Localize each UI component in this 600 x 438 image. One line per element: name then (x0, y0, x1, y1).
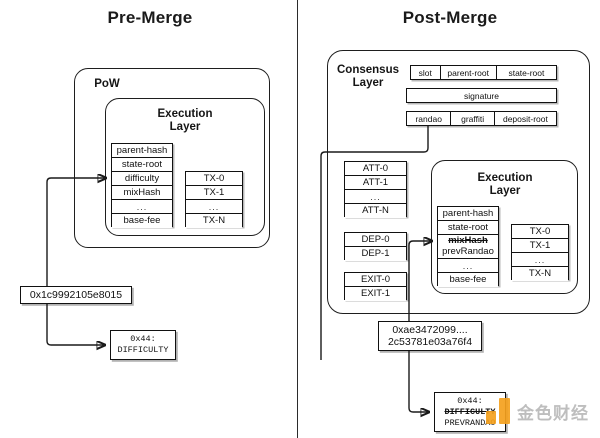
tx-0: TX-0 (186, 172, 242, 186)
block-header-stack-post: parent-hash state-root mixHash prevRanda… (437, 206, 499, 287)
tx-ellipsis: ... (186, 200, 242, 214)
execution-layer-container-post (431, 160, 578, 294)
dep-0: DEP-0 (345, 233, 406, 247)
consensus-layer-label-line1: Consensus (337, 64, 399, 76)
field-state-root-post: state-root (438, 221, 498, 235)
beacon-field-slot: slot (411, 66, 441, 79)
att-n: ATT-N (345, 204, 406, 218)
field-ellipsis-post: ... (438, 259, 498, 273)
beacon-field-parent-root: parent-root (440, 66, 497, 79)
exits-stack: EXIT-0 EXIT-1 (344, 272, 407, 301)
opcode-name-pre: DIFFICULTY (117, 345, 169, 355)
beacon-field-signature: signature (407, 89, 556, 102)
field-ellipsis: ... (112, 200, 172, 214)
opcode-name-new-post: PREVRANDAO (444, 417, 496, 428)
beacon-field-deposit-root: deposit-root (494, 112, 556, 125)
consensus-layer-label-line2: Layer (352, 77, 384, 89)
opcode-code-post: 0x44: (457, 395, 483, 406)
prevrandao-value-line1: 0xae3472099.... (392, 324, 468, 336)
beacon-header-row-1: slot parent-root state-root (410, 65, 557, 80)
field-mixhash-old: mixHash (448, 235, 488, 246)
beacon-field-state-root: state-root (496, 66, 556, 79)
watermark: 金色财经 (486, 398, 589, 424)
consensus-layer-container (327, 50, 590, 314)
tx-n: TX-N (186, 214, 242, 228)
execution-layer-container-pre (105, 98, 265, 236)
tx-1: TX-1 (186, 186, 242, 200)
field-base-fee-post: base-fee (438, 273, 498, 287)
field-mixhash: mixHash (112, 186, 172, 200)
deposits-stack: DEP-0 DEP-1 (344, 232, 407, 261)
beacon-field-graffiti: graffiti (451, 112, 495, 125)
opcode-code-pre: 0x44: (130, 334, 156, 344)
wire-value-to-opcode-post (408, 351, 429, 412)
att-ellipsis: ... (345, 190, 406, 204)
prevrandao-value-line2: 2c53781e03a76f4 (387, 336, 473, 348)
tx-ellipsis-post: ... (512, 253, 568, 267)
pow-container (74, 68, 270, 248)
execution-layer-label-post-line2: Layer (489, 185, 521, 197)
block-header-stack-pre: parent-hash state-root difficulty mixHas… (111, 143, 173, 228)
wire-randao-to-value (320, 126, 429, 317)
field-parent-hash: parent-hash (112, 144, 172, 158)
beacon-header-row-2: signature (406, 88, 557, 103)
field-prevrandao-new: prevRandao (442, 245, 494, 257)
beacon-header-row-3: randao graffiti deposit-root (406, 111, 557, 126)
pow-label: PoW (94, 78, 120, 90)
field-base-fee: base-fee (112, 214, 172, 228)
panel-divider (297, 0, 298, 438)
prevrandao-value-box: 0xae3472099.... 2c53781e03a76f4 (378, 321, 482, 351)
tx-n-post: TX-N (512, 267, 568, 281)
exit-0: EXIT-0 (345, 273, 406, 287)
transactions-stack-pre: TX-0 TX-1 ... TX-N (185, 171, 243, 228)
execution-layer-label-post-line1: Execution (477, 172, 533, 184)
attestations-stack: ATT-0 ATT-1 ... ATT-N (344, 161, 407, 218)
dep-1: DEP-1 (345, 247, 406, 261)
wire-value-to-difficulty (46, 178, 106, 286)
watermark-text: 金色财经 (517, 403, 589, 424)
field-difficulty: difficulty (112, 172, 172, 186)
beacon-field-randao: randao (407, 112, 452, 125)
execution-layer-label-pre-line1: Execution (157, 108, 213, 120)
tx-0-post: TX-0 (512, 225, 568, 239)
pre-merge-title: Pre-Merge (107, 8, 193, 27)
exit-1: EXIT-1 (345, 287, 406, 301)
transactions-stack-post: TX-0 TX-1 ... TX-N (511, 224, 569, 281)
opcode-box-difficulty: 0x44: DIFFICULTY (110, 330, 176, 360)
field-parent-hash-post: parent-hash (438, 207, 498, 221)
jinse-logo-icon (486, 398, 512, 424)
opcode-name-old-post: DIFFICULTY (444, 406, 496, 417)
execution-layer-label-pre-line2: Layer (169, 121, 201, 133)
wire-value-to-prevrandao (408, 241, 432, 321)
att-1: ATT-1 (345, 176, 406, 190)
field-state-root: state-root (112, 158, 172, 172)
field-mixhash-prevrandao: mixHash prevRandao (438, 235, 498, 259)
post-merge-title: Post-Merge (402, 8, 498, 27)
tx-1-post: TX-1 (512, 239, 568, 253)
wire-value-to-opcode (46, 304, 105, 345)
difficulty-value-box: 0x1c9992105e8015 (20, 286, 132, 304)
att-0: ATT-0 (345, 162, 406, 176)
